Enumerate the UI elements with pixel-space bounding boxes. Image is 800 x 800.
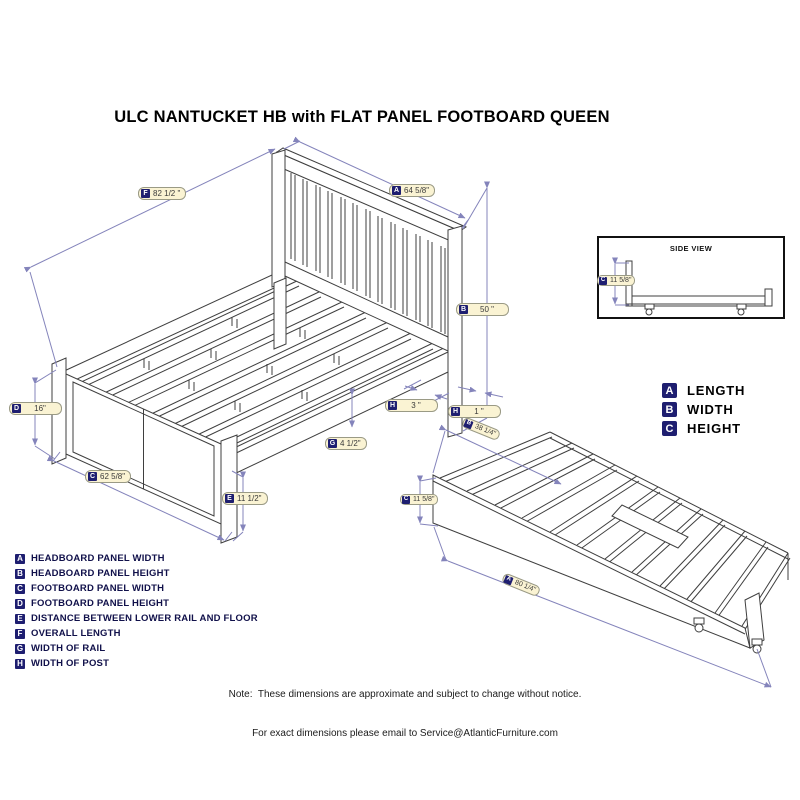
dim-key-badge: C [88,472,97,481]
legend-key-badge: C [662,421,677,436]
main-bed-drawing [51,147,468,544]
dim-label-post-width: H 3 " [385,399,438,412]
dim-key-badge: D [12,404,21,413]
side-view-title: SIDE VIEW [669,244,713,253]
dim-label-sideview-height: C 11 5/8" [597,275,636,286]
dim-key-badge: F [141,189,150,198]
legend-key-badge: E [15,613,25,624]
legend-key-badge: B [15,568,25,579]
legend-row-h: H WIDTH OF POST [15,656,258,671]
disclaimer-note: Note: These dimensions are approximate a… [180,662,630,766]
abc-legend-row-height: C HEIGHT [662,419,745,438]
legend-key-badge: C [15,583,25,594]
dim-key-badge: E [225,494,234,503]
legend-row-c: C FOOTBOARD PANEL WIDTH [15,581,258,596]
dim-key-badge: B [463,418,474,429]
abc-legend-row-length: A LENGTH [662,381,745,400]
dim-label-footboard-width: C 62 5/8" [85,470,132,483]
note-line-1: Note: These dimensions are approximate a… [228,689,582,700]
dim-label-trundle-height: C 11 5/8" [400,494,439,505]
legend-row-g: G WIDTH OF RAIL [15,643,106,654]
legend-row-f: F OVERALL LENGTH [15,626,258,641]
dim-key-badge: A [503,574,514,585]
legend-key-badge: F [15,628,25,639]
dim-label-headboard-width: A 64 5/8" [389,184,436,197]
dim-key-badge: H [388,401,397,410]
trundle-drawing [432,431,791,654]
page-title: ULC NANTUCKET HB with FLAT PANEL FOOTBOA… [114,108,610,126]
legend-row-a: A HEADBOARD PANEL WIDTH [15,551,258,566]
dim-label-rail-width: G 4 1/2" [325,437,367,450]
dim-label-overall-length: F 82 1/2 " [138,187,187,200]
legend-row-b: B HEADBOARD PANEL HEIGHT [15,566,258,581]
abc-legend: A LENGTH B WIDTH C HEIGHT [662,381,745,438]
dim-label-rail-to-floor: E 11 1/2" [222,492,268,505]
legend-key-badge: B [662,402,677,417]
legend-key-badge: H [15,658,25,669]
dim-key-badge: G [328,439,337,448]
dimension-key-legend: A HEADBOARD PANEL WIDTH B HEADBOARD PANE… [15,551,258,671]
dim-key-badge: B [459,305,468,314]
legend-row-d: D FOOTBOARD PANEL HEIGHT [15,596,258,611]
legend-key-badge: G [15,643,25,654]
dim-label-footboard-height: D 16" [9,402,62,415]
dim-key-badge: A [392,186,401,195]
abc-legend-row-width: B WIDTH [662,400,745,419]
dim-key-badge: C [599,276,607,285]
note-line-2: For exact dimensions please email to Ser… [252,728,558,739]
legend-key-badge: A [15,553,25,564]
dim-label-post-inset: H 1 " [448,405,501,418]
dim-key-badge: H [451,407,460,416]
legend-row-e: E DISTANCE BETWEEN LOWER RAIL AND FLOOR [15,611,258,626]
dim-key-badge: C [402,495,410,504]
dim-label-headboard-height: B 50 " [456,303,509,316]
legend-key-badge: A [662,383,677,398]
legend-key-badge: D [15,598,25,609]
